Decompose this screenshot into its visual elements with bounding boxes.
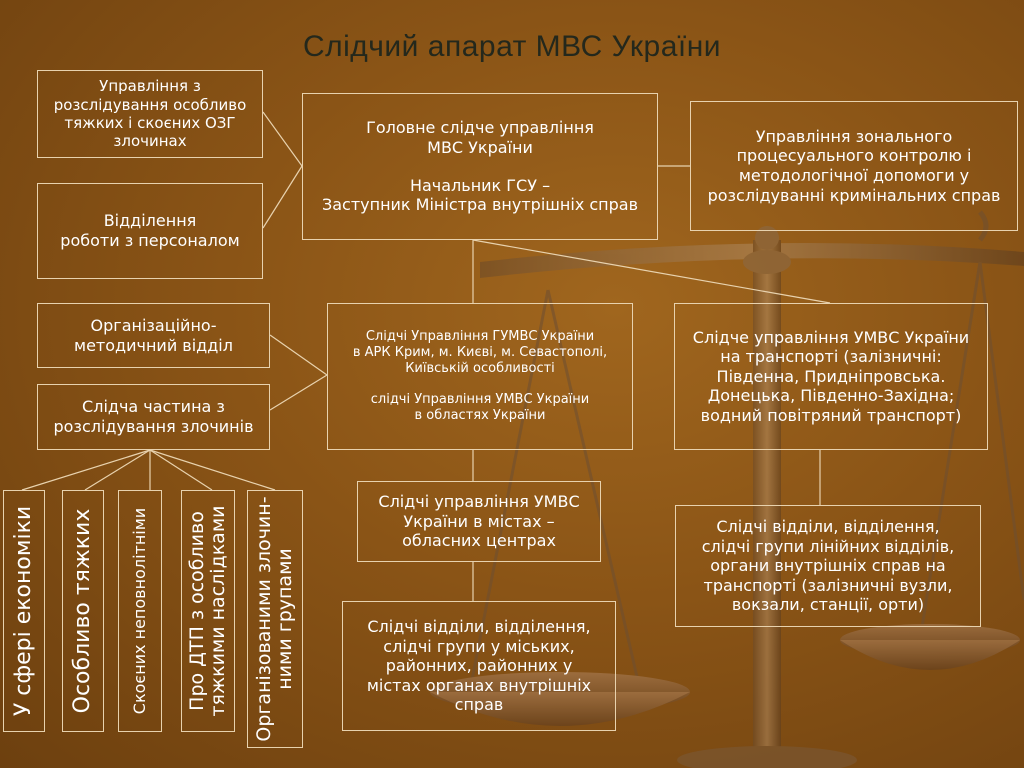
vbox-label: Організованими злочин- ними групами xyxy=(253,496,296,742)
box-line: Донецька, Південно-Західна; xyxy=(707,386,955,406)
vbox-line: Особливо тяжких xyxy=(69,508,95,714)
page-title: Слідчий апарат МВС України xyxy=(302,30,722,63)
box-line: слідчі Управління УМВС України xyxy=(370,392,590,408)
vbox-grave-crimes: Особливо тяжких xyxy=(62,490,104,732)
box-line: транспорті (залізничні вузли, xyxy=(703,575,953,595)
vbox-road-accidents: Про ДТП з особливо тяжкими наслідками xyxy=(181,490,235,732)
box-line: Київській особливості xyxy=(405,360,555,376)
box-line: розслідування злочинів xyxy=(53,417,254,436)
box-line: в областях України xyxy=(414,408,546,424)
box-line: процесуального контролю і xyxy=(736,146,972,166)
box-line: тяжких і скоєних ОЗГ xyxy=(64,114,236,132)
box-line: органи внутрішніх справ на xyxy=(710,556,946,576)
vbox-economy: У сфері економіки xyxy=(3,490,45,732)
box-transport-directorate: Слідче управління УМВС України на трансп… xyxy=(674,303,988,450)
box-line: роботи з персоналом xyxy=(60,231,240,250)
box-line: вокзали, станції, орти) xyxy=(731,595,925,615)
vbox-line: ними групами xyxy=(274,548,296,690)
box-line: справ xyxy=(454,695,504,715)
box-ozg-directorate: Управління з розслідування особливо тяжк… xyxy=(37,70,263,158)
box-line: слідчі групи лінійних відділів, xyxy=(701,536,955,556)
box-line: злочинах xyxy=(113,132,187,151)
vbox-label: Про ДТП з особливо тяжкими наслідками xyxy=(186,505,229,717)
box-line: Управління зонального xyxy=(755,126,953,146)
box-line: в АРК Крим, м. Києві, м. Севастополі, xyxy=(352,344,608,360)
box-line: обласних центрах xyxy=(402,531,556,551)
box-transport-units: Слідчі відділи, відділення, слідчі групи… xyxy=(675,505,981,627)
box-zonal-control: Управління зонального процесуального кон… xyxy=(690,101,1018,231)
vbox-line: Організованими злочин- xyxy=(253,496,276,742)
vbox-line: тяжкими наслідками xyxy=(207,505,229,717)
box-line: Управління з xyxy=(99,77,201,96)
box-line: України в містах – xyxy=(403,511,555,531)
vbox-line: У сфері економіки xyxy=(10,505,36,717)
box-line: містах органах внутрішніх xyxy=(366,675,592,695)
vbox-juvenile: Скоєних неповнолітніми xyxy=(118,490,162,732)
box-line: МВС України xyxy=(427,137,533,157)
vbox-line: Скоєних неповнолітніми xyxy=(130,507,150,715)
box-line: Слідча частина з xyxy=(82,397,225,417)
vbox-line: Про ДТП з особливо xyxy=(186,511,209,711)
box-line: Слідчі відділи, відділення, xyxy=(716,517,940,537)
vbox-label: У сфері економіки xyxy=(10,505,36,717)
box-organizational-method: Організаційно- методичний відділ xyxy=(37,303,270,368)
box-line: Південна, Придніпровська. xyxy=(716,366,946,386)
box-line: методичний відділ xyxy=(74,335,233,355)
box-line: Слідчі Управління ГУМВС України xyxy=(365,328,595,344)
box-district-units: Слідчі відділи, відділення, слідчі групи… xyxy=(342,601,616,731)
box-line: Слідчі відділи, відділення, xyxy=(367,617,591,637)
box-main-investigation-department: Головне слідче управління МВС України На… xyxy=(302,93,658,240)
box-line: розслідування особливо xyxy=(53,95,247,114)
box-line: Начальник ГСУ – xyxy=(409,175,551,195)
box-line: Слідче управління УМВС України xyxy=(692,327,970,347)
box-line: методологічної допомоги у xyxy=(738,166,970,185)
box-line: на транспорті (залізничні: xyxy=(720,347,942,367)
box-investigation-unit: Слідча частина з розслідування злочинів xyxy=(37,384,270,450)
vbox-label: Особливо тяжких xyxy=(69,508,95,714)
box-line: районних, районних у xyxy=(385,656,573,676)
box-regional-directorates: Слідчі Управління ГУМВС України в АРК Кр… xyxy=(327,303,633,450)
box-personnel-section: Відділення роботи з персоналом xyxy=(37,183,263,279)
box-line: розслідуванні кримінальних справ xyxy=(707,185,1001,205)
box-line: водний повітряний транспорт) xyxy=(700,405,962,425)
vbox-label: Скоєних неповнолітніми xyxy=(130,507,150,715)
box-line: Організаційно- xyxy=(90,315,217,335)
box-line: Заступник Міністра внутрішніх справ xyxy=(321,195,639,215)
vbox-organized-groups: Організованими злочин- ними групами xyxy=(247,490,303,748)
box-line: Відділення xyxy=(103,211,197,231)
box-line: слідчі групи у міських, xyxy=(383,636,575,656)
box-line: Головне слідче управління xyxy=(366,118,594,138)
box-line: Слідчі управління УМВС xyxy=(378,492,580,512)
box-city-directorates: Слідчі управління УМВС України в містах … xyxy=(357,481,601,562)
